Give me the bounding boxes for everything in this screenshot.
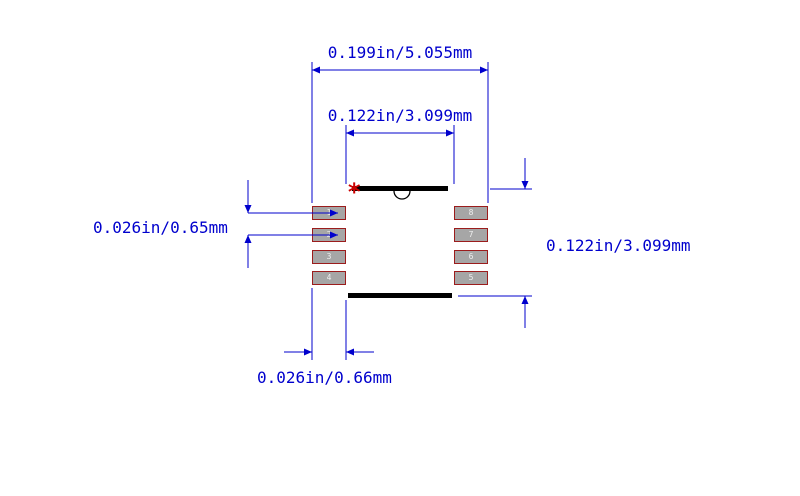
label-body-height: 0.122in/3.099mm — [546, 236, 691, 255]
pin-6: 6 — [454, 250, 488, 264]
label-body-width: 0.122in/3.099mm — [327, 106, 473, 125]
package-bottom-edge — [348, 293, 452, 298]
pin-5: 5 — [454, 271, 488, 285]
pin-8: 8 — [454, 206, 488, 220]
package-top-edge — [352, 186, 448, 191]
package-body — [346, 186, 454, 298]
label-pin-length: 0.026in/0.66mm — [257, 368, 392, 387]
label-pin-pitch: 0.026in/0.65mm — [93, 218, 228, 237]
pin-7: 7 — [454, 228, 488, 242]
pin1-notch — [393, 190, 411, 200]
pin-4: 4 — [312, 271, 346, 285]
label-overall-width: 0.199in/5.055mm — [327, 43, 473, 62]
pin1-marker-asterisk: * — [347, 178, 362, 206]
pin-3: 3 — [312, 250, 346, 264]
